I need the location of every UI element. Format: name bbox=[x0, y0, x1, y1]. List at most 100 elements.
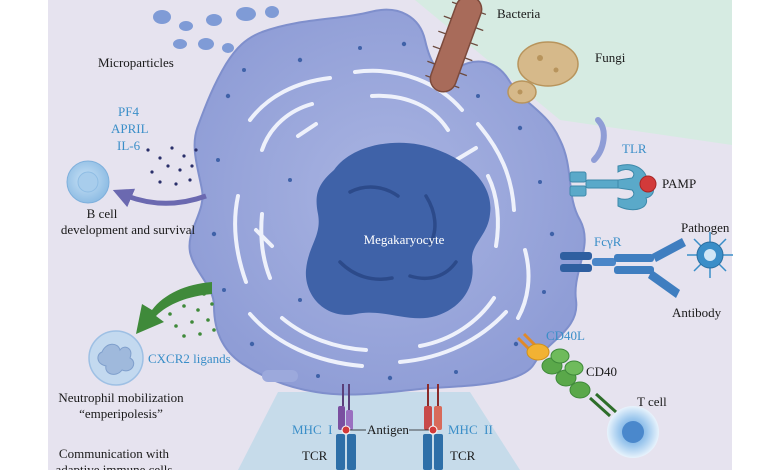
granule bbox=[387, 375, 393, 381]
nucleus-lobe-line bbox=[408, 260, 458, 281]
microparticle bbox=[206, 14, 222, 26]
cell-fragment bbox=[591, 117, 607, 163]
tlr-stem bbox=[585, 179, 621, 189]
antibody-arm bbox=[652, 238, 686, 262]
pathogen-label: Pathogen bbox=[681, 220, 730, 235]
granule bbox=[513, 341, 519, 347]
membrane bbox=[296, 122, 318, 138]
ligand-dot bbox=[198, 332, 202, 336]
bcell-label-line2: development and survival bbox=[61, 222, 196, 237]
membrane bbox=[398, 310, 508, 364]
pathogen-spike bbox=[693, 238, 702, 247]
mhc-i-tcr-complex bbox=[336, 384, 356, 470]
membrane bbox=[353, 68, 464, 112]
cytokine-dot bbox=[174, 182, 178, 186]
cd40-domain bbox=[564, 360, 584, 376]
nucleus-lobes bbox=[338, 185, 458, 281]
bacteria-flagellum bbox=[443, 15, 452, 20]
tcr-left-label: TCR bbox=[302, 448, 328, 463]
neutrophil-label-line1: Neutrophil mobilization bbox=[58, 390, 184, 405]
microparticle bbox=[265, 6, 279, 18]
granule bbox=[298, 298, 302, 302]
cytokine-dot bbox=[194, 148, 198, 152]
bacteria-flagellum bbox=[459, 72, 468, 77]
cxcr2-label: CXCR2 ligands bbox=[148, 351, 231, 366]
blue-panel bbox=[238, 392, 520, 470]
granule bbox=[242, 68, 246, 72]
neutrophil-label-line2: “emperipolesis” bbox=[79, 406, 163, 421]
nucleus-lobe-line bbox=[338, 260, 394, 281]
tcr-chain bbox=[336, 434, 345, 470]
cytokine-dot bbox=[150, 170, 154, 174]
ligand-dot bbox=[168, 312, 172, 316]
granule bbox=[549, 231, 555, 237]
bacteria-flagellum bbox=[438, 30, 447, 35]
fungi-spot bbox=[517, 89, 523, 95]
bacteria-flagellum bbox=[432, 45, 441, 50]
cytokine-dot bbox=[190, 164, 194, 168]
microparticles-cluster bbox=[153, 6, 279, 53]
cytokine-dot bbox=[182, 154, 186, 158]
membrane bbox=[259, 212, 272, 280]
bacteria-flagellum bbox=[470, 42, 479, 47]
pathogen-spike bbox=[718, 238, 727, 247]
granule bbox=[249, 341, 255, 347]
ligand-dot bbox=[182, 334, 186, 338]
communication-label-line2: adaptive immune cells bbox=[56, 462, 173, 470]
ligand-dot bbox=[202, 292, 206, 296]
mhc-i-chain bbox=[338, 406, 345, 430]
antibody-fc bbox=[614, 254, 654, 262]
membrane bbox=[476, 122, 516, 212]
tlr-label: TLR bbox=[622, 141, 647, 156]
ligand-dot bbox=[210, 302, 214, 306]
granule bbox=[225, 93, 231, 99]
granule bbox=[222, 288, 226, 292]
granule bbox=[297, 57, 303, 63]
mhc-ii-tcr-complex bbox=[423, 384, 443, 470]
cxcr2-ligand-dots bbox=[168, 292, 216, 338]
antibody bbox=[614, 238, 686, 298]
pamp-label: PAMP bbox=[662, 176, 696, 191]
antibody-fc bbox=[614, 266, 654, 274]
granule bbox=[454, 370, 458, 374]
mhc-i-label: MHC I bbox=[292, 422, 332, 437]
microparticles-label: Microparticles bbox=[98, 55, 174, 70]
neutrophil-arrow bbox=[136, 282, 212, 334]
mhc-i-chain bbox=[346, 410, 353, 430]
bacteria-flagellum bbox=[464, 57, 473, 62]
pathogen-spike bbox=[693, 263, 702, 272]
membrane bbox=[248, 312, 364, 368]
mhc-ii-chain bbox=[434, 406, 442, 430]
t-cell-nucleus bbox=[622, 421, 644, 443]
tcr-chain bbox=[423, 434, 432, 470]
cd40-label: CD40 bbox=[586, 364, 617, 379]
cell-fragment bbox=[262, 370, 298, 382]
fcgr-label: FcγR bbox=[594, 234, 622, 249]
microparticle bbox=[173, 39, 187, 49]
april-label: APRIL bbox=[111, 121, 149, 136]
neutrophil-nucleus bbox=[97, 343, 135, 375]
antibody-label: Antibody bbox=[672, 305, 722, 320]
bcell-label-line1: B cell bbox=[87, 206, 118, 221]
granule bbox=[538, 180, 542, 184]
membrane bbox=[280, 316, 368, 352]
bacteria-flagellum bbox=[475, 27, 484, 32]
tcell-label: T cell bbox=[637, 394, 667, 409]
granule bbox=[288, 178, 292, 182]
microparticle bbox=[179, 21, 193, 31]
cytokine-dot bbox=[170, 146, 174, 150]
bacteria-label: Bacteria bbox=[497, 6, 541, 21]
fcgr-segment bbox=[560, 252, 592, 260]
antigen-peptide bbox=[428, 425, 438, 435]
cytokine-dot bbox=[146, 148, 150, 152]
fungi-label: Fungi bbox=[595, 50, 626, 65]
cd40l-head bbox=[526, 343, 550, 361]
antigen-peptide bbox=[341, 425, 351, 435]
bacteria-flagellum bbox=[427, 60, 436, 65]
pathogen-spike bbox=[718, 263, 727, 272]
membrane bbox=[233, 194, 248, 284]
tcr-chain bbox=[434, 434, 443, 470]
fungi-spot bbox=[553, 67, 559, 73]
